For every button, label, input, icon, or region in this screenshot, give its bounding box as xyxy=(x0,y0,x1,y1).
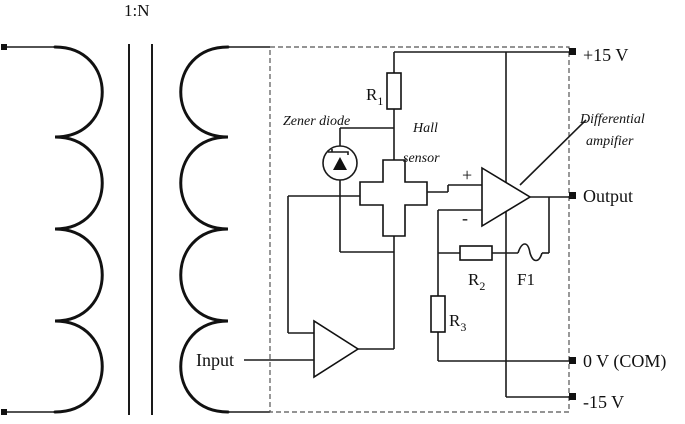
resistor-r2: R2 xyxy=(438,245,518,293)
diff-amp-label-line2: ampifier xyxy=(586,134,634,149)
hall-label-line1: Hall xyxy=(412,121,438,136)
supply-positive-label: +15 V xyxy=(583,45,628,65)
secondary-winding xyxy=(179,45,270,414)
zener-diode: Zener diode xyxy=(283,114,395,253)
r3-label: R3 xyxy=(449,311,466,334)
resistor-r1: R1 xyxy=(340,52,402,160)
terminal-pos15 xyxy=(569,48,576,55)
fuse-f1: F1 xyxy=(517,197,550,289)
r1-label: R1 xyxy=(366,85,383,108)
hall-label-line2: sensor xyxy=(403,151,440,166)
terminal-com xyxy=(569,357,576,364)
terminal-output xyxy=(569,192,576,199)
diff-amp-label-line1: Differential xyxy=(579,112,645,127)
transformer: 1:N xyxy=(1,1,270,415)
plus-label: + xyxy=(462,165,472,185)
primary-terminal-top xyxy=(1,44,7,50)
turns-ratio-label: 1:N xyxy=(124,1,150,20)
terminal-neg15 xyxy=(569,393,576,400)
minus-label: - xyxy=(462,208,468,228)
output-label: Output xyxy=(583,186,633,206)
primary-winding xyxy=(1,44,104,415)
module-boundary xyxy=(269,46,570,413)
com-label: 0 V (COM) xyxy=(583,351,666,372)
resistor-r3: R3 xyxy=(430,295,466,334)
fuse-label: F1 xyxy=(517,270,535,289)
transformer-core xyxy=(128,44,153,415)
input-label: Input xyxy=(196,350,234,370)
primary-terminal-bottom xyxy=(1,409,7,415)
r2-label: R2 xyxy=(468,270,485,293)
supply-negative-label: -15 V xyxy=(583,392,624,412)
input-amplifier: Input xyxy=(196,252,395,379)
hall-sensor: Hall sensor xyxy=(287,121,482,334)
zener-label: Zener diode xyxy=(283,114,350,129)
rails xyxy=(394,48,576,400)
differential-amplifier: + - Differential ampifier xyxy=(437,112,645,361)
